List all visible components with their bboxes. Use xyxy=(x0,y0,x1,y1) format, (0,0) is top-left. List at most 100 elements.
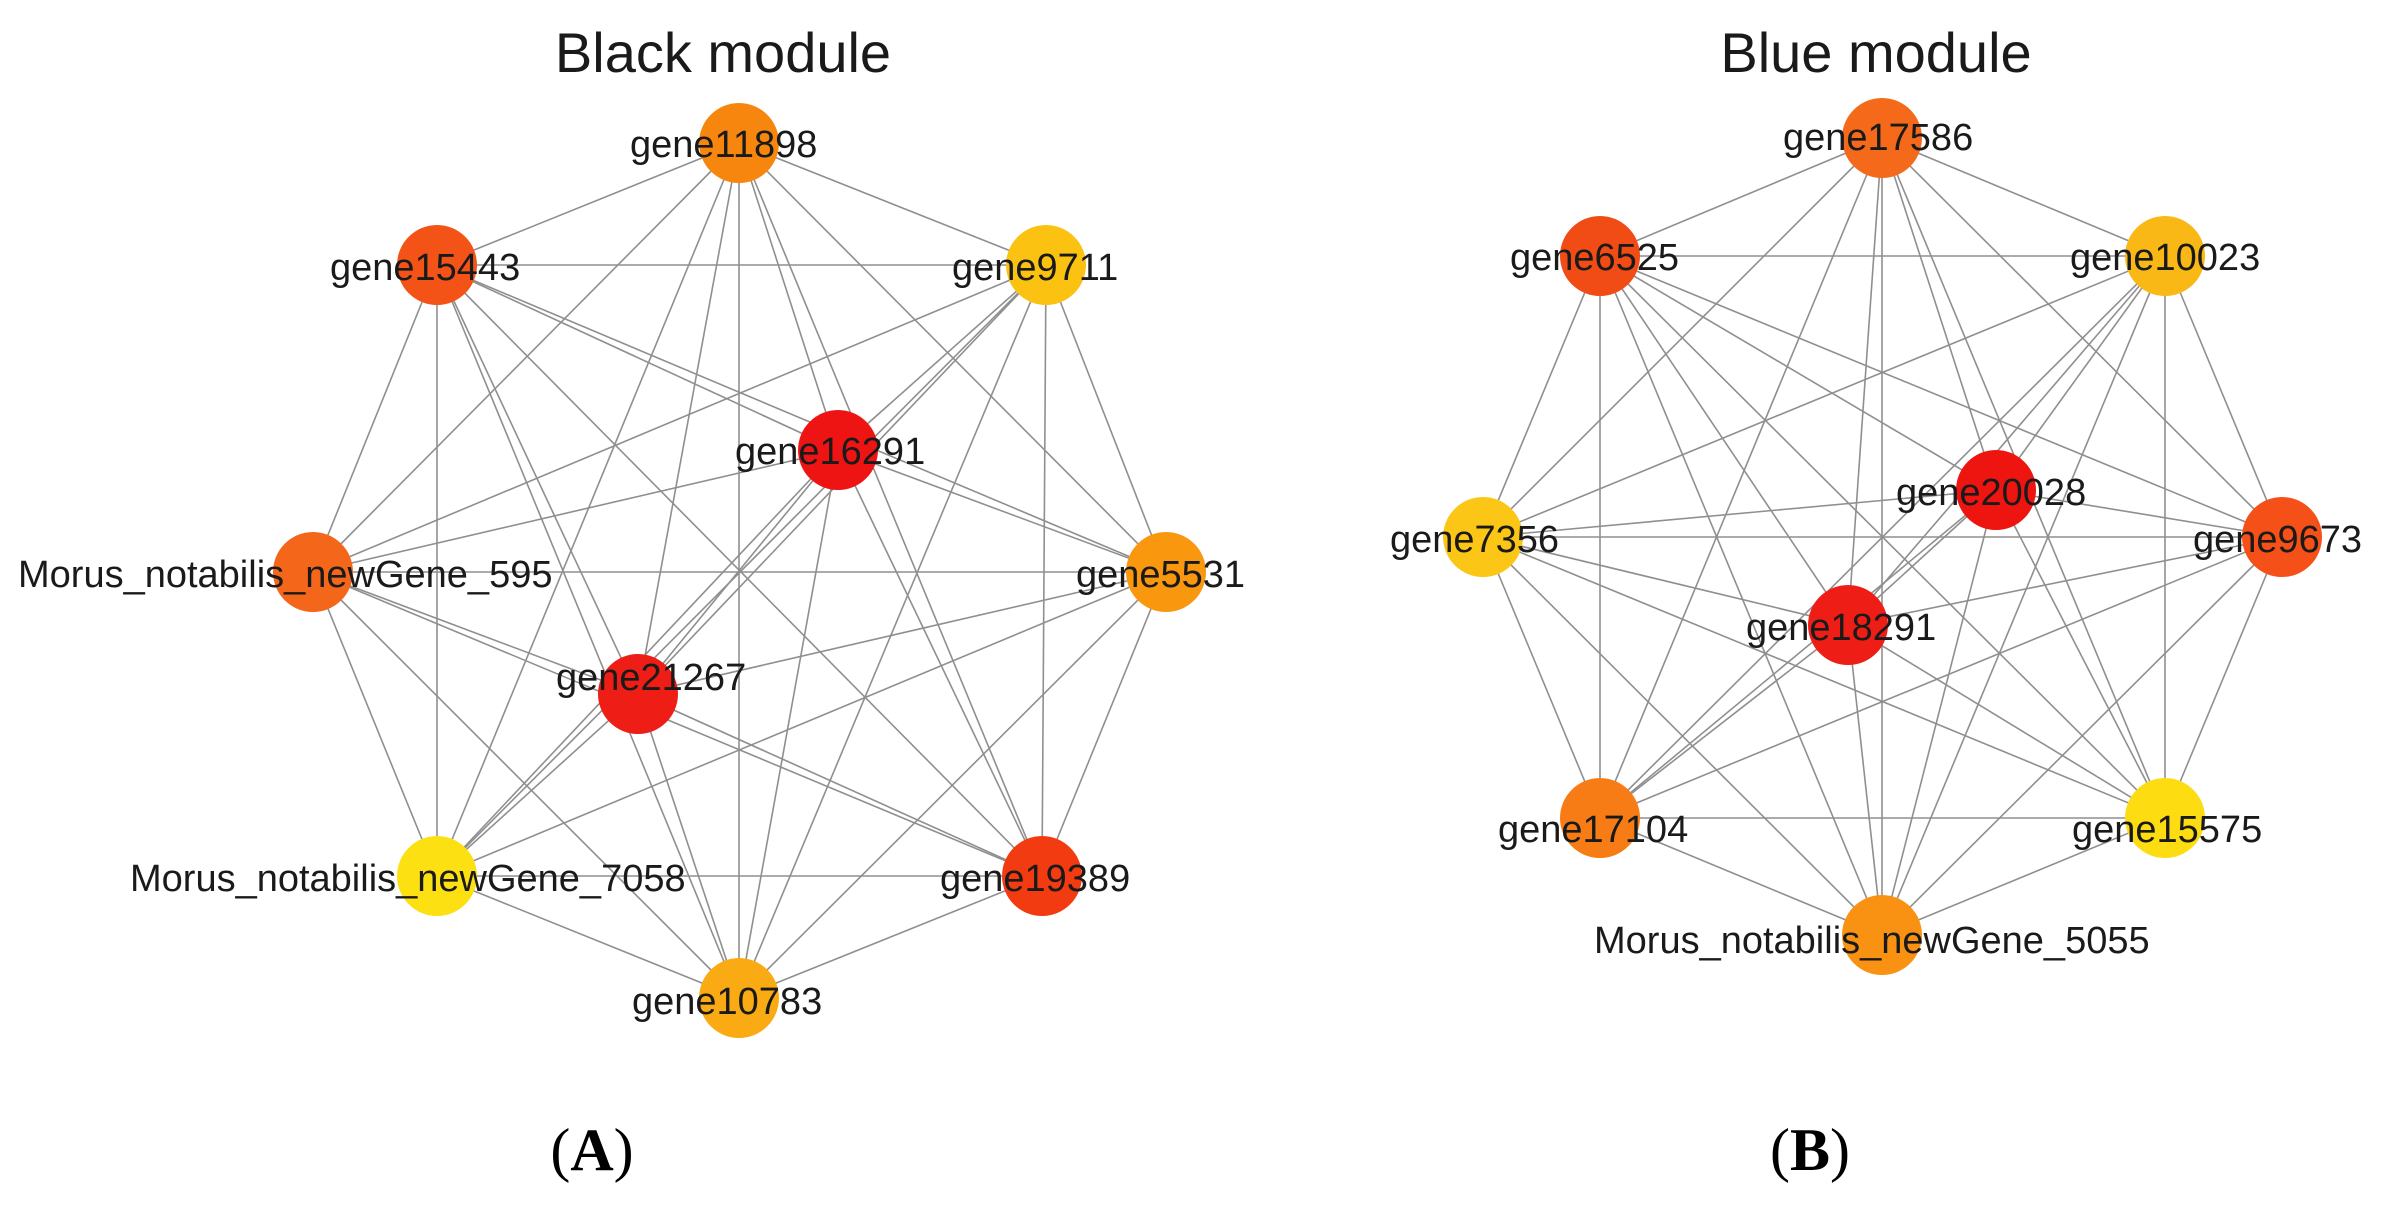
node-gene9673 xyxy=(2242,497,2322,577)
edge-gene7356-gene20028 xyxy=(1482,489,1997,538)
node-label-gene16291: gene16291 xyxy=(735,431,925,473)
node-label-gene6525: gene6525 xyxy=(1510,237,1679,279)
edge-gene19389-gene10783 xyxy=(738,875,1043,999)
edge-gene10783-Morus_notabilis_newGene_7058 xyxy=(436,875,740,999)
edge-Morus_notabilis_newGene_595-gene21267 xyxy=(312,571,639,695)
node-gene18291 xyxy=(1808,585,1888,665)
edge-gene17586-gene6525 xyxy=(1599,137,1883,257)
node-gene7356 xyxy=(1443,497,1523,577)
node-label-gene17104: gene17104 xyxy=(1498,809,1688,851)
edge-Morus_notabilis_newGene_5055-gene17104 xyxy=(1599,817,1883,936)
node-label-gene17586: gene17586 xyxy=(1783,117,1973,159)
edge-gene9711-Morus_notabilis_newGene_595 xyxy=(312,264,1047,573)
edge-Morus_notabilis_newGene_7058-gene21267 xyxy=(436,693,639,877)
node-label-gene21267: gene21267 xyxy=(556,657,746,699)
edge-gene10023-gene18291 xyxy=(1847,255,2166,626)
edge-Morus_notabilis_newGene_5055-gene7356 xyxy=(1482,536,1883,936)
edge-gene11898-gene15443 xyxy=(436,142,740,266)
node-label-gene20028: gene20028 xyxy=(1896,472,2086,514)
node-label-gene10023: gene10023 xyxy=(2070,237,2260,279)
edge-gene6525-gene20028 xyxy=(1599,255,1997,491)
node-gene10023 xyxy=(2125,216,2205,296)
node-gene20028 xyxy=(1956,450,2036,530)
edge-gene9711-gene16291 xyxy=(837,264,1047,451)
edges-group xyxy=(1482,137,2283,936)
edge-gene11898-gene5531 xyxy=(738,142,1167,573)
node-label-gene19389: gene19389 xyxy=(940,858,1130,900)
panel-title: Blue module xyxy=(1720,21,2031,84)
edge-gene11898-gene21267 xyxy=(637,142,740,695)
edge-gene19389-gene21267 xyxy=(637,693,1043,877)
edge-gene15575-gene20028 xyxy=(1995,489,2166,819)
node-label-gene10783: gene10783 xyxy=(632,981,822,1023)
node-gene11898 xyxy=(699,103,779,183)
edge-gene11898-Morus_notabilis_newGene_595 xyxy=(312,142,740,573)
edge-gene15575-gene7356 xyxy=(1482,536,2166,819)
edge-gene17586-gene18291 xyxy=(1847,137,1883,626)
node-gene19389 xyxy=(1002,836,1082,916)
edge-gene5531-Morus_notabilis_newGene_7058 xyxy=(436,571,1167,877)
edge-gene17586-gene17104 xyxy=(1599,137,1883,819)
edge-gene9673-gene18291 xyxy=(1847,536,2283,626)
node-label-gene18291: gene18291 xyxy=(1746,607,1936,649)
node-label-gene9711: gene9711 xyxy=(952,247,1118,289)
node-gene6525 xyxy=(1560,216,1640,296)
node-label-gene7356: gene7356 xyxy=(1390,519,1559,561)
node-label-Morus_notabilis_newGene_7058: Morus_notabilis_newGene_7058 xyxy=(130,858,686,900)
node-gene10783 xyxy=(699,958,779,1038)
node-gene17586 xyxy=(1842,98,1922,178)
edge-gene10023-gene7356 xyxy=(1482,255,2166,538)
edge-gene17104-gene18291 xyxy=(1599,624,1849,819)
node-label-gene15575: gene15575 xyxy=(2072,809,2262,851)
node-label-Morus_notabilis_newGene_595: Morus_notabilis_newGene_595 xyxy=(18,554,552,596)
edge-gene16291-gene21267 xyxy=(637,449,839,695)
edge-Morus_notabilis_newGene_595-gene15443 xyxy=(312,264,438,573)
node-label-gene5531: gene5531 xyxy=(1076,554,1245,596)
edge-Morus_notabilis_newGene_7058-Morus_notabilis_newGene_595 xyxy=(312,571,438,877)
edge-gene5531-gene16291 xyxy=(837,449,1167,573)
panel-title: Black module xyxy=(555,21,891,84)
panel-letter-text: A xyxy=(570,1117,613,1183)
node-gene21267 xyxy=(598,654,678,734)
edge-gene7356-gene6525 xyxy=(1482,255,1601,538)
edge-gene10783-gene16291 xyxy=(738,449,839,999)
edge-gene10783-gene15443 xyxy=(436,264,740,999)
edge-gene7356-gene18291 xyxy=(1482,536,1849,626)
edge-gene10783-Morus_notabilis_newGene_595 xyxy=(312,571,740,999)
edge-gene10023-gene20028 xyxy=(1995,255,2166,491)
panel-letter: (A) xyxy=(550,1117,633,1183)
node-gene15443 xyxy=(397,225,477,305)
panel-blue-module: Blue module gene17586gene10023gene9673ge… xyxy=(1390,21,2362,1183)
edge-gene9711-gene19389 xyxy=(1041,264,1047,877)
edge-gene17104-gene20028 xyxy=(1599,489,1997,819)
edge-gene15575-Morus_notabilis_newGene_5055 xyxy=(1881,817,2166,936)
edge-gene9673-gene17104 xyxy=(1599,536,2283,819)
node-Morus_notabilis_newGene_7058 xyxy=(397,836,477,916)
edge-gene5531-gene19389 xyxy=(1041,571,1167,877)
edge-gene9673-gene6525 xyxy=(1599,255,2283,538)
edge-Morus_notabilis_newGene_5055-gene20028 xyxy=(1881,489,1997,936)
node-gene17104 xyxy=(1560,778,1640,858)
node-Morus_notabilis_newGene_595 xyxy=(273,532,353,612)
edge-gene17586-gene20028 xyxy=(1881,137,1997,491)
edge-gene19389-Morus_notabilis_newGene_595 xyxy=(312,571,1043,877)
edge-gene10023-Morus_notabilis_newGene_5055 xyxy=(1881,255,2166,936)
edge-gene15575-gene6525 xyxy=(1599,255,2166,819)
edge-gene19389-gene16291 xyxy=(837,449,1043,877)
node-gene15575 xyxy=(2125,778,2205,858)
edge-gene5531-gene15443 xyxy=(436,264,1167,573)
edge-gene11898-gene16291 xyxy=(738,142,839,451)
node-Morus_notabilis_newGene_5055 xyxy=(1842,895,1922,975)
panel-letter-text: B xyxy=(1790,1117,1830,1183)
node-gene5531 xyxy=(1126,532,1206,612)
panel-black-module: Black module gene11898 gene9711 gene5531 ge… xyxy=(18,21,1245,1183)
edge-gene9711-Morus_notabilis_newGene_7058 xyxy=(436,264,1047,877)
panel-letter: (B) xyxy=(1770,1117,1850,1183)
edge-gene9673-gene15575 xyxy=(2164,536,2283,819)
edge-Morus_notabilis_newGene_595-gene16291 xyxy=(312,449,839,573)
node-label-gene11898: gene11898 xyxy=(630,124,817,166)
edge-gene15575-gene18291 xyxy=(1847,624,2166,819)
node-label-gene15443: gene15443 xyxy=(330,247,520,289)
edges-group xyxy=(312,142,1167,999)
